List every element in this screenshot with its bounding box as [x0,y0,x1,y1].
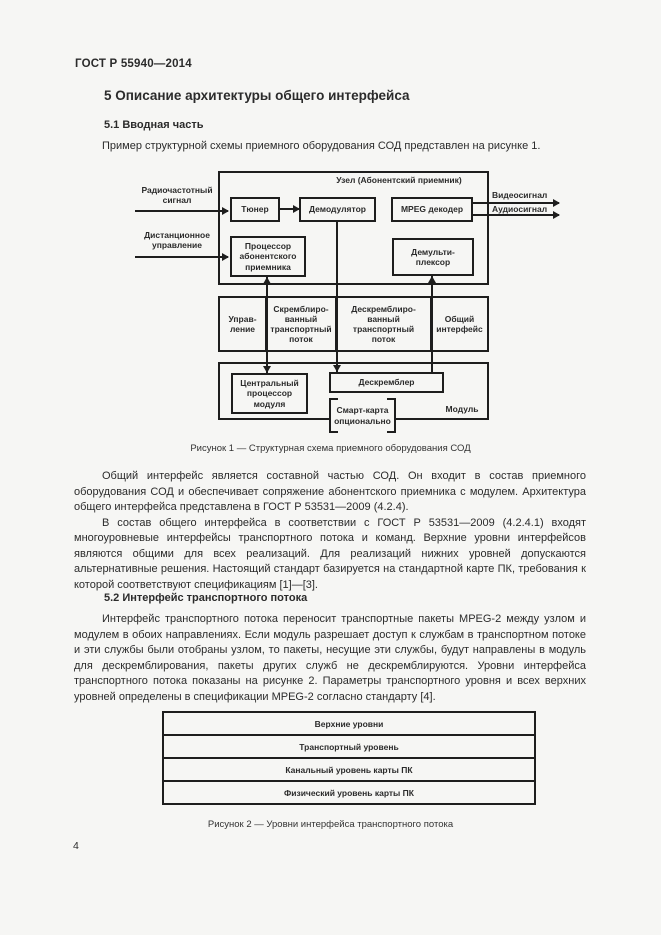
figure2-caption: Рисунок 2 — Уровни интерфейса транспортн… [207,819,454,830]
smart-card-block: Смарт-карта опционально [329,398,396,433]
rf-signal-line [135,210,228,212]
arrow-right-icon [222,253,229,261]
control-connector-line [266,277,268,373]
layer-row: Физический уровень карты ПК [164,780,534,803]
layer-row: Транспортный уровень [164,734,534,757]
section-5-2-body: Интерфейс транспортного потока переносит… [74,612,586,705]
arrow-right-icon [553,211,560,219]
tuner-demodulator-line [280,208,299,210]
mpeg-decoder-block: MPEG декодер [391,197,473,222]
demultiplexer-block: Демульти- плексор [392,238,474,276]
figure1-diagram: Радиочастотный сигнал Дистанционное упра… [135,170,565,436]
paragraph: Пример структурной схемы приемного обору… [102,140,541,152]
arrow-up-icon [428,276,436,283]
video-out-line [473,202,559,204]
arrow-up-icon [263,277,271,284]
figure2-layers-table: Верхние уровни Транспортный уровень Кана… [162,711,536,805]
layer-row: Верхние уровни [314,718,384,729]
descrambler-block: Дескремблер [329,372,444,393]
section-5-2-heading: 5.2 Интерфейс транспортного потока [104,592,308,604]
video-out-label: Видеосигнал [492,190,548,200]
intro-paragraph: Пример структурной схемы приемного обору… [74,139,586,155]
paragraph: Интерфейс транспортного потока переносит… [74,613,586,703]
central-processor-block: Центральный процессор модуля [231,373,308,414]
host-frame-label: Узел (Абонентский приемник) [336,175,462,185]
rf-signal-label: Радиочастотный сигнал [141,185,213,206]
band-cell-common-interface: Общий интерфейс [436,313,483,334]
tuner-block: Тюнер [230,197,280,222]
doc-number: ГОСТ Р 55940—2014 [75,58,192,70]
remote-control-label: Дистанционное управление [144,230,210,251]
host-frame [218,171,489,285]
section-5-heading: 5 Описание архитектуры общего интерфейса [104,88,410,103]
module-frame-label: Модуль [445,404,479,414]
descrambled-stream-line [431,276,433,372]
remote-control-line [135,256,228,258]
host-processor-block: Процессор абонентского приемника [230,236,306,277]
band-cell-scrambled-stream: Скремблиро- ванный транспортный поток [267,298,337,350]
audio-out-line [473,214,559,216]
audio-out-label: Аудиосигнал [492,204,548,214]
band-cell-control: Управ- ление [220,298,267,350]
section-5-1-heading: 5.1 Вводная часть [104,119,204,131]
arrow-right-icon [293,205,300,213]
common-interface-band: Управ- ление Скремблиро- ванный транспор… [218,296,489,352]
layer-row: Канальный уровень карты ПК [164,757,534,780]
page-number: 4 [73,840,79,852]
arrow-right-icon [222,207,229,215]
band-cell-descrambled-stream: Дескремблиро- ванный транспортный поток [337,298,432,350]
section-5-1-body: Общий интерфейс является составной часть… [74,469,586,593]
arrow-down-icon [333,365,341,372]
arrow-right-icon [553,199,560,207]
demodulator-block: Демодулятор [299,197,376,222]
figure1-caption: Рисунок 1 — Структурная схема приемного … [190,443,471,454]
arrow-down-icon [263,366,271,373]
paragraph: В состав общего интерфейса в соответстви… [74,516,586,591]
paragraph: Общий интерфейс является составной часть… [74,470,586,513]
